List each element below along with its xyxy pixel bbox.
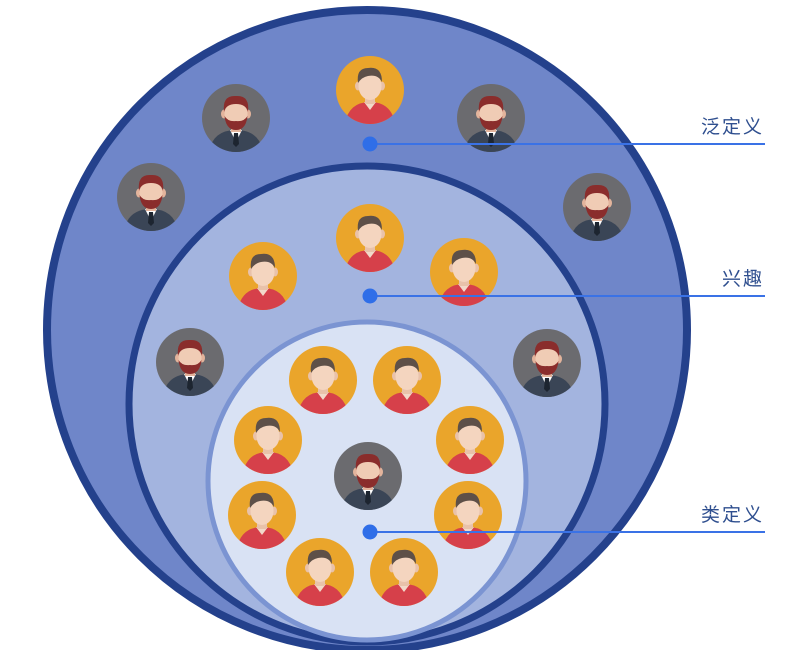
inner-label: 类定义 (701, 504, 764, 526)
inner-leader (362, 524, 765, 540)
person-red-shirt-icon (286, 538, 354, 606)
outer-label: 泛定义 (701, 116, 764, 138)
outer-leader (362, 136, 765, 152)
middle-leader (362, 288, 765, 304)
person-red-shirt-icon (336, 56, 404, 124)
bearded-person-suit-icon (334, 442, 402, 510)
middle-dot (362, 288, 378, 304)
person-red-shirt-icon (430, 238, 498, 306)
person-red-shirt-icon (336, 204, 404, 272)
inner-dot (362, 524, 378, 540)
bearded-person-suit-icon (202, 84, 270, 152)
bearded-person-suit-icon (457, 84, 525, 152)
avatar-layer (117, 56, 631, 606)
person-red-shirt-icon (234, 406, 302, 474)
bearded-person-suit-icon (563, 173, 631, 241)
middle-label: 兴趣 (722, 268, 764, 290)
person-red-shirt-icon (289, 346, 357, 414)
outer-dot (362, 136, 378, 152)
